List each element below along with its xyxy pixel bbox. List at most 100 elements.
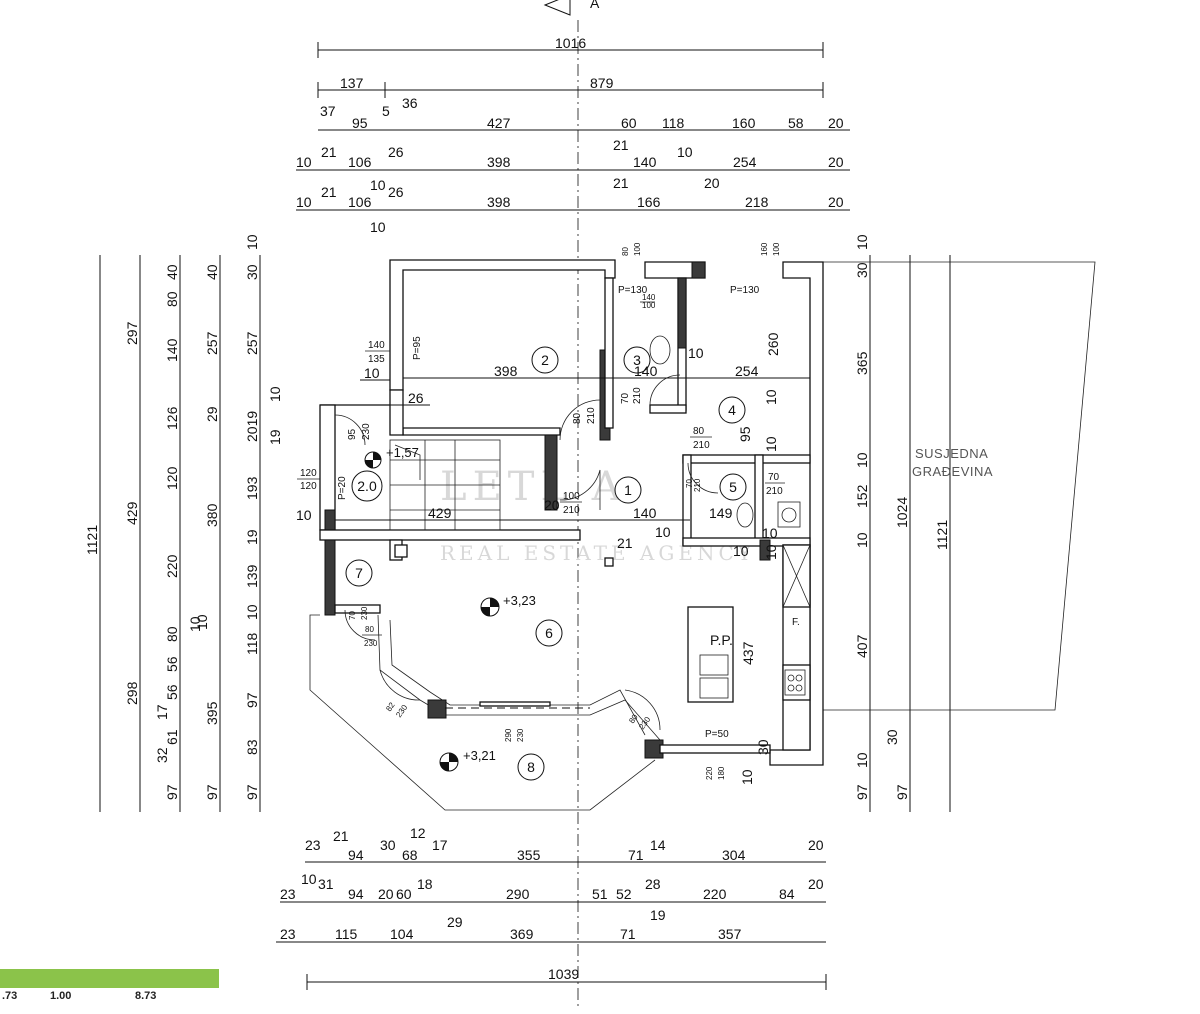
room-numbers: 2 3 4 5 1 2.0 7 6 8 bbox=[345, 346, 747, 781]
level-terrace: +3,21 bbox=[463, 748, 496, 763]
level-stair: +1,57 bbox=[386, 445, 419, 460]
svg-text:290: 290 bbox=[504, 728, 513, 742]
svg-text:297: 297 bbox=[124, 321, 140, 345]
svg-text:31: 31 bbox=[318, 876, 334, 892]
svg-text:70: 70 bbox=[348, 611, 357, 620]
svg-text:6: 6 bbox=[545, 625, 553, 641]
svg-text:10: 10 bbox=[194, 614, 210, 630]
svg-text:140: 140 bbox=[633, 505, 657, 521]
svg-text:80: 80 bbox=[693, 426, 705, 437]
watermark-line-1: LETL A bbox=[440, 464, 627, 510]
svg-text:10: 10 bbox=[187, 616, 203, 632]
svg-text:32: 32 bbox=[154, 747, 170, 763]
svg-text:21: 21 bbox=[321, 144, 337, 160]
svg-text:140: 140 bbox=[642, 293, 656, 302]
level-markers: +1,57 +3,23 +3,21 bbox=[364, 445, 536, 772]
level-living: +3,23 bbox=[503, 593, 536, 608]
svg-text:210: 210 bbox=[586, 407, 597, 424]
svg-text:19: 19 bbox=[244, 529, 260, 545]
svg-text:40: 40 bbox=[204, 264, 220, 280]
svg-text:P=130: P=130 bbox=[730, 285, 760, 296]
svg-text:P=50: P=50 bbox=[705, 729, 729, 740]
left-dimensions: 1121 297 429 298 40 80 140 126 120 220 8… bbox=[84, 234, 283, 812]
svg-text:1121: 1121 bbox=[84, 525, 100, 555]
svg-text:137: 137 bbox=[340, 75, 364, 91]
svg-text:140: 140 bbox=[633, 154, 657, 170]
svg-text:2.0: 2.0 bbox=[357, 478, 377, 494]
room-5-marker bbox=[719, 473, 747, 501]
svg-text:26: 26 bbox=[388, 184, 404, 200]
svg-text:120: 120 bbox=[164, 466, 180, 490]
svg-text:398: 398 bbox=[494, 363, 518, 379]
svg-text:5: 5 bbox=[382, 103, 390, 119]
svg-text:398: 398 bbox=[487, 154, 511, 170]
svg-text:80: 80 bbox=[365, 625, 374, 634]
svg-text:1039: 1039 bbox=[548, 966, 579, 982]
svg-text:71: 71 bbox=[628, 847, 644, 863]
svg-text:30: 30 bbox=[380, 837, 396, 853]
svg-text:23: 23 bbox=[280, 886, 296, 902]
room-8-marker bbox=[517, 753, 545, 781]
svg-text:61: 61 bbox=[164, 729, 180, 745]
svg-text:1121: 1121 bbox=[934, 520, 950, 550]
svg-text:135: 135 bbox=[368, 354, 385, 365]
svg-text:118: 118 bbox=[244, 632, 260, 655]
svg-text:94: 94 bbox=[348, 847, 364, 863]
svg-text:30: 30 bbox=[755, 739, 771, 755]
svg-text:140: 140 bbox=[368, 340, 385, 351]
svg-text:10: 10 bbox=[733, 543, 749, 559]
staircase bbox=[389, 439, 501, 531]
svg-text:10: 10 bbox=[370, 177, 386, 193]
svg-text:26: 26 bbox=[388, 144, 404, 160]
svg-text:365: 365 bbox=[854, 351, 870, 375]
svg-text:210: 210 bbox=[693, 440, 710, 451]
room-1-marker bbox=[614, 476, 642, 504]
svg-text:257: 257 bbox=[244, 331, 260, 355]
svg-text:1016: 1016 bbox=[555, 35, 586, 51]
svg-text:160: 160 bbox=[732, 115, 756, 131]
svg-text:20: 20 bbox=[544, 497, 560, 513]
svg-text:10: 10 bbox=[296, 507, 312, 523]
svg-text:218: 218 bbox=[745, 194, 769, 210]
svg-text:21: 21 bbox=[333, 828, 349, 844]
svg-text:5: 5 bbox=[729, 479, 737, 495]
bottom-dimensions: 23 21 94 30 68 12 17 355 71 14 304 20 10… bbox=[276, 825, 827, 990]
svg-text:10: 10 bbox=[301, 871, 317, 887]
svg-text:298: 298 bbox=[124, 681, 140, 705]
svg-text:10: 10 bbox=[854, 752, 870, 768]
svg-text:180: 180 bbox=[717, 766, 726, 780]
section-marker: A bbox=[543, 0, 600, 16]
svg-text:104: 104 bbox=[390, 926, 414, 942]
svg-text:230: 230 bbox=[361, 423, 372, 440]
svg-text:21: 21 bbox=[617, 535, 633, 551]
svg-text:21: 21 bbox=[613, 175, 629, 191]
svg-text:10: 10 bbox=[364, 365, 380, 381]
svg-text:10: 10 bbox=[267, 386, 283, 402]
svg-text:P=20: P=20 bbox=[337, 476, 348, 500]
room-4-marker bbox=[718, 396, 746, 424]
svg-text:83: 83 bbox=[244, 739, 260, 755]
legend-bar bbox=[0, 969, 219, 988]
svg-text:23: 23 bbox=[280, 926, 296, 942]
svg-text:10: 10 bbox=[244, 234, 260, 250]
svg-text:30: 30 bbox=[884, 729, 900, 745]
svg-text:10: 10 bbox=[688, 345, 704, 361]
svg-text:80: 80 bbox=[572, 412, 583, 424]
svg-text:P.P.: P.P. bbox=[710, 632, 733, 648]
svg-text:254: 254 bbox=[733, 154, 757, 170]
svg-text:10: 10 bbox=[296, 194, 312, 210]
svg-text:230: 230 bbox=[364, 639, 378, 648]
svg-text:17: 17 bbox=[432, 837, 448, 853]
room-2-marker bbox=[531, 346, 559, 374]
svg-text:28: 28 bbox=[645, 876, 661, 892]
svg-text:68: 68 bbox=[402, 847, 418, 863]
svg-text:26: 26 bbox=[408, 390, 424, 406]
svg-text:7: 7 bbox=[355, 565, 363, 581]
svg-text:4: 4 bbox=[728, 402, 736, 418]
svg-text:10: 10 bbox=[370, 219, 386, 235]
svg-text:95: 95 bbox=[352, 115, 368, 131]
svg-text:70: 70 bbox=[768, 472, 780, 483]
svg-text:220: 220 bbox=[705, 766, 714, 780]
svg-text:220: 220 bbox=[703, 886, 727, 902]
svg-text:210: 210 bbox=[563, 505, 580, 516]
